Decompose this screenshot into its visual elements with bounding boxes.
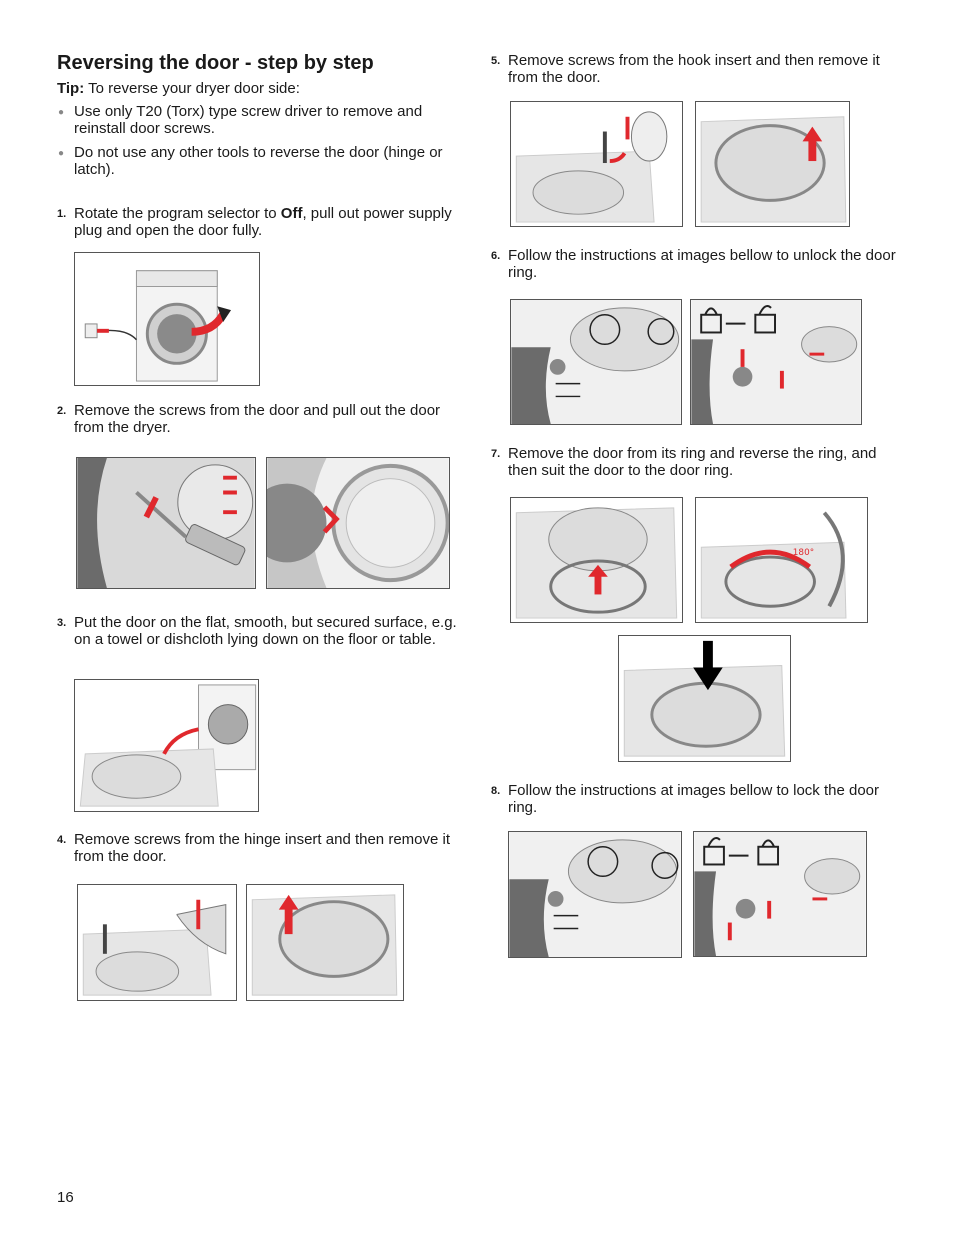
step-number: 8.	[491, 785, 501, 797]
figure-door-on-towel	[74, 679, 259, 812]
figure-unlock-ring-closeup	[510, 299, 682, 425]
bullet-dot-icon: ●	[58, 107, 65, 118]
figure-remove-hinge-screws	[77, 884, 237, 1001]
step-text: Follow the instructions at images bellow…	[508, 247, 896, 281]
figure-reverse-ring: 180°	[695, 497, 868, 623]
step-8: 8. Follow the instructions at images bel…	[491, 782, 901, 816]
figure-remove-hook-screws	[510, 101, 683, 227]
door-ring-separate-illustration	[515, 507, 678, 619]
door-fit-illustration	[623, 640, 786, 757]
step-text: Remove the door from its ring and revers…	[508, 445, 877, 479]
rotation-label: 180°	[793, 548, 814, 558]
figure-fit-door-to-ring	[618, 635, 791, 762]
step-5: 5. Remove screws from the hook insert an…	[491, 52, 901, 86]
figure-lock-ring-closeup	[508, 831, 682, 958]
step-bold: Off	[280, 205, 303, 222]
figure-unlock-ring-action	[690, 299, 862, 425]
step-number: 4.	[57, 834, 67, 846]
step-6: 6. Follow the instructions at images bel…	[491, 247, 901, 281]
page-title: Reversing the door - step by step	[57, 52, 374, 74]
door-detached-illustration	[267, 458, 449, 588]
unlock-action-illustration	[691, 300, 861, 424]
step-number: 3.	[57, 617, 67, 629]
step-3: 3. Put the door on the flat, smooth, but…	[57, 614, 467, 648]
ring-latch-closeup-illustration	[511, 300, 681, 424]
bullet-item: ● Do not use any other tools to reverse t…	[57, 144, 462, 178]
step-text: , pull out power supply plug and open th…	[74, 205, 452, 239]
figure-remove-door-screws	[76, 457, 256, 589]
door-on-towel-illustration	[79, 684, 257, 807]
step-1: 1. Rotate the program selector to Off, p…	[57, 205, 467, 239]
step-4: 4. Remove screws from the hinge insert a…	[57, 831, 467, 865]
step-text: Remove screws from the hook insert and t…	[508, 52, 880, 86]
step-text: Rotate the program selector to	[74, 205, 281, 222]
step-number: 1.	[57, 208, 67, 220]
step-number: 5.	[491, 55, 501, 67]
bullet-dot-icon: ●	[58, 148, 65, 159]
hinge-insert-illustration	[82, 899, 227, 996]
tip-label: Tip:	[57, 80, 85, 97]
dryer-open-illustration	[84, 270, 232, 382]
hook-removed-illustration	[700, 116, 847, 223]
page-number: 16	[57, 1189, 74, 1206]
figure-hook-removed	[695, 101, 850, 227]
step-2: 2. Remove the screws from the door and p…	[57, 402, 467, 436]
figure-dryer-open-door	[74, 252, 260, 386]
step-number: 7.	[491, 448, 501, 460]
step-number: 2.	[57, 405, 67, 417]
hinge-removed-illustration	[251, 894, 398, 996]
ring-rotation-illustration: 180°	[700, 511, 847, 619]
tip-text: To reverse your dryer door side:	[88, 80, 300, 97]
lock-closeup-illustration	[509, 832, 681, 957]
bullet-item: ● Use only T20 (Torx) type screw driver t…	[57, 103, 462, 137]
figure-pull-out-door	[266, 457, 450, 589]
hook-insert-illustration	[515, 111, 668, 223]
step-7: 7. Remove the door from its ring and rev…	[491, 445, 901, 479]
bullet-text: Use only T20 (Torx) type screw driver to…	[74, 103, 423, 137]
figure-separate-door-ring	[510, 497, 683, 623]
step-text: Remove screws from the hinge insert and …	[74, 831, 451, 865]
screwdriver-hinge-illustration	[77, 458, 255, 588]
bullet-text: Do not use any other tools to reverse th…	[74, 144, 443, 178]
figure-lock-ring-action	[693, 831, 867, 957]
figure-hinge-removed	[246, 884, 404, 1001]
step-text: Put the door on the flat, smooth, but se…	[74, 614, 457, 648]
lock-action-illustration	[694, 832, 866, 956]
step-text: Remove the screws from the door and pull…	[74, 402, 441, 436]
step-text: Follow the instructions at images bellow…	[508, 782, 880, 816]
tip-line: Tip: To reverse your dryer door side:	[57, 80, 300, 97]
step-number: 6.	[491, 250, 501, 262]
